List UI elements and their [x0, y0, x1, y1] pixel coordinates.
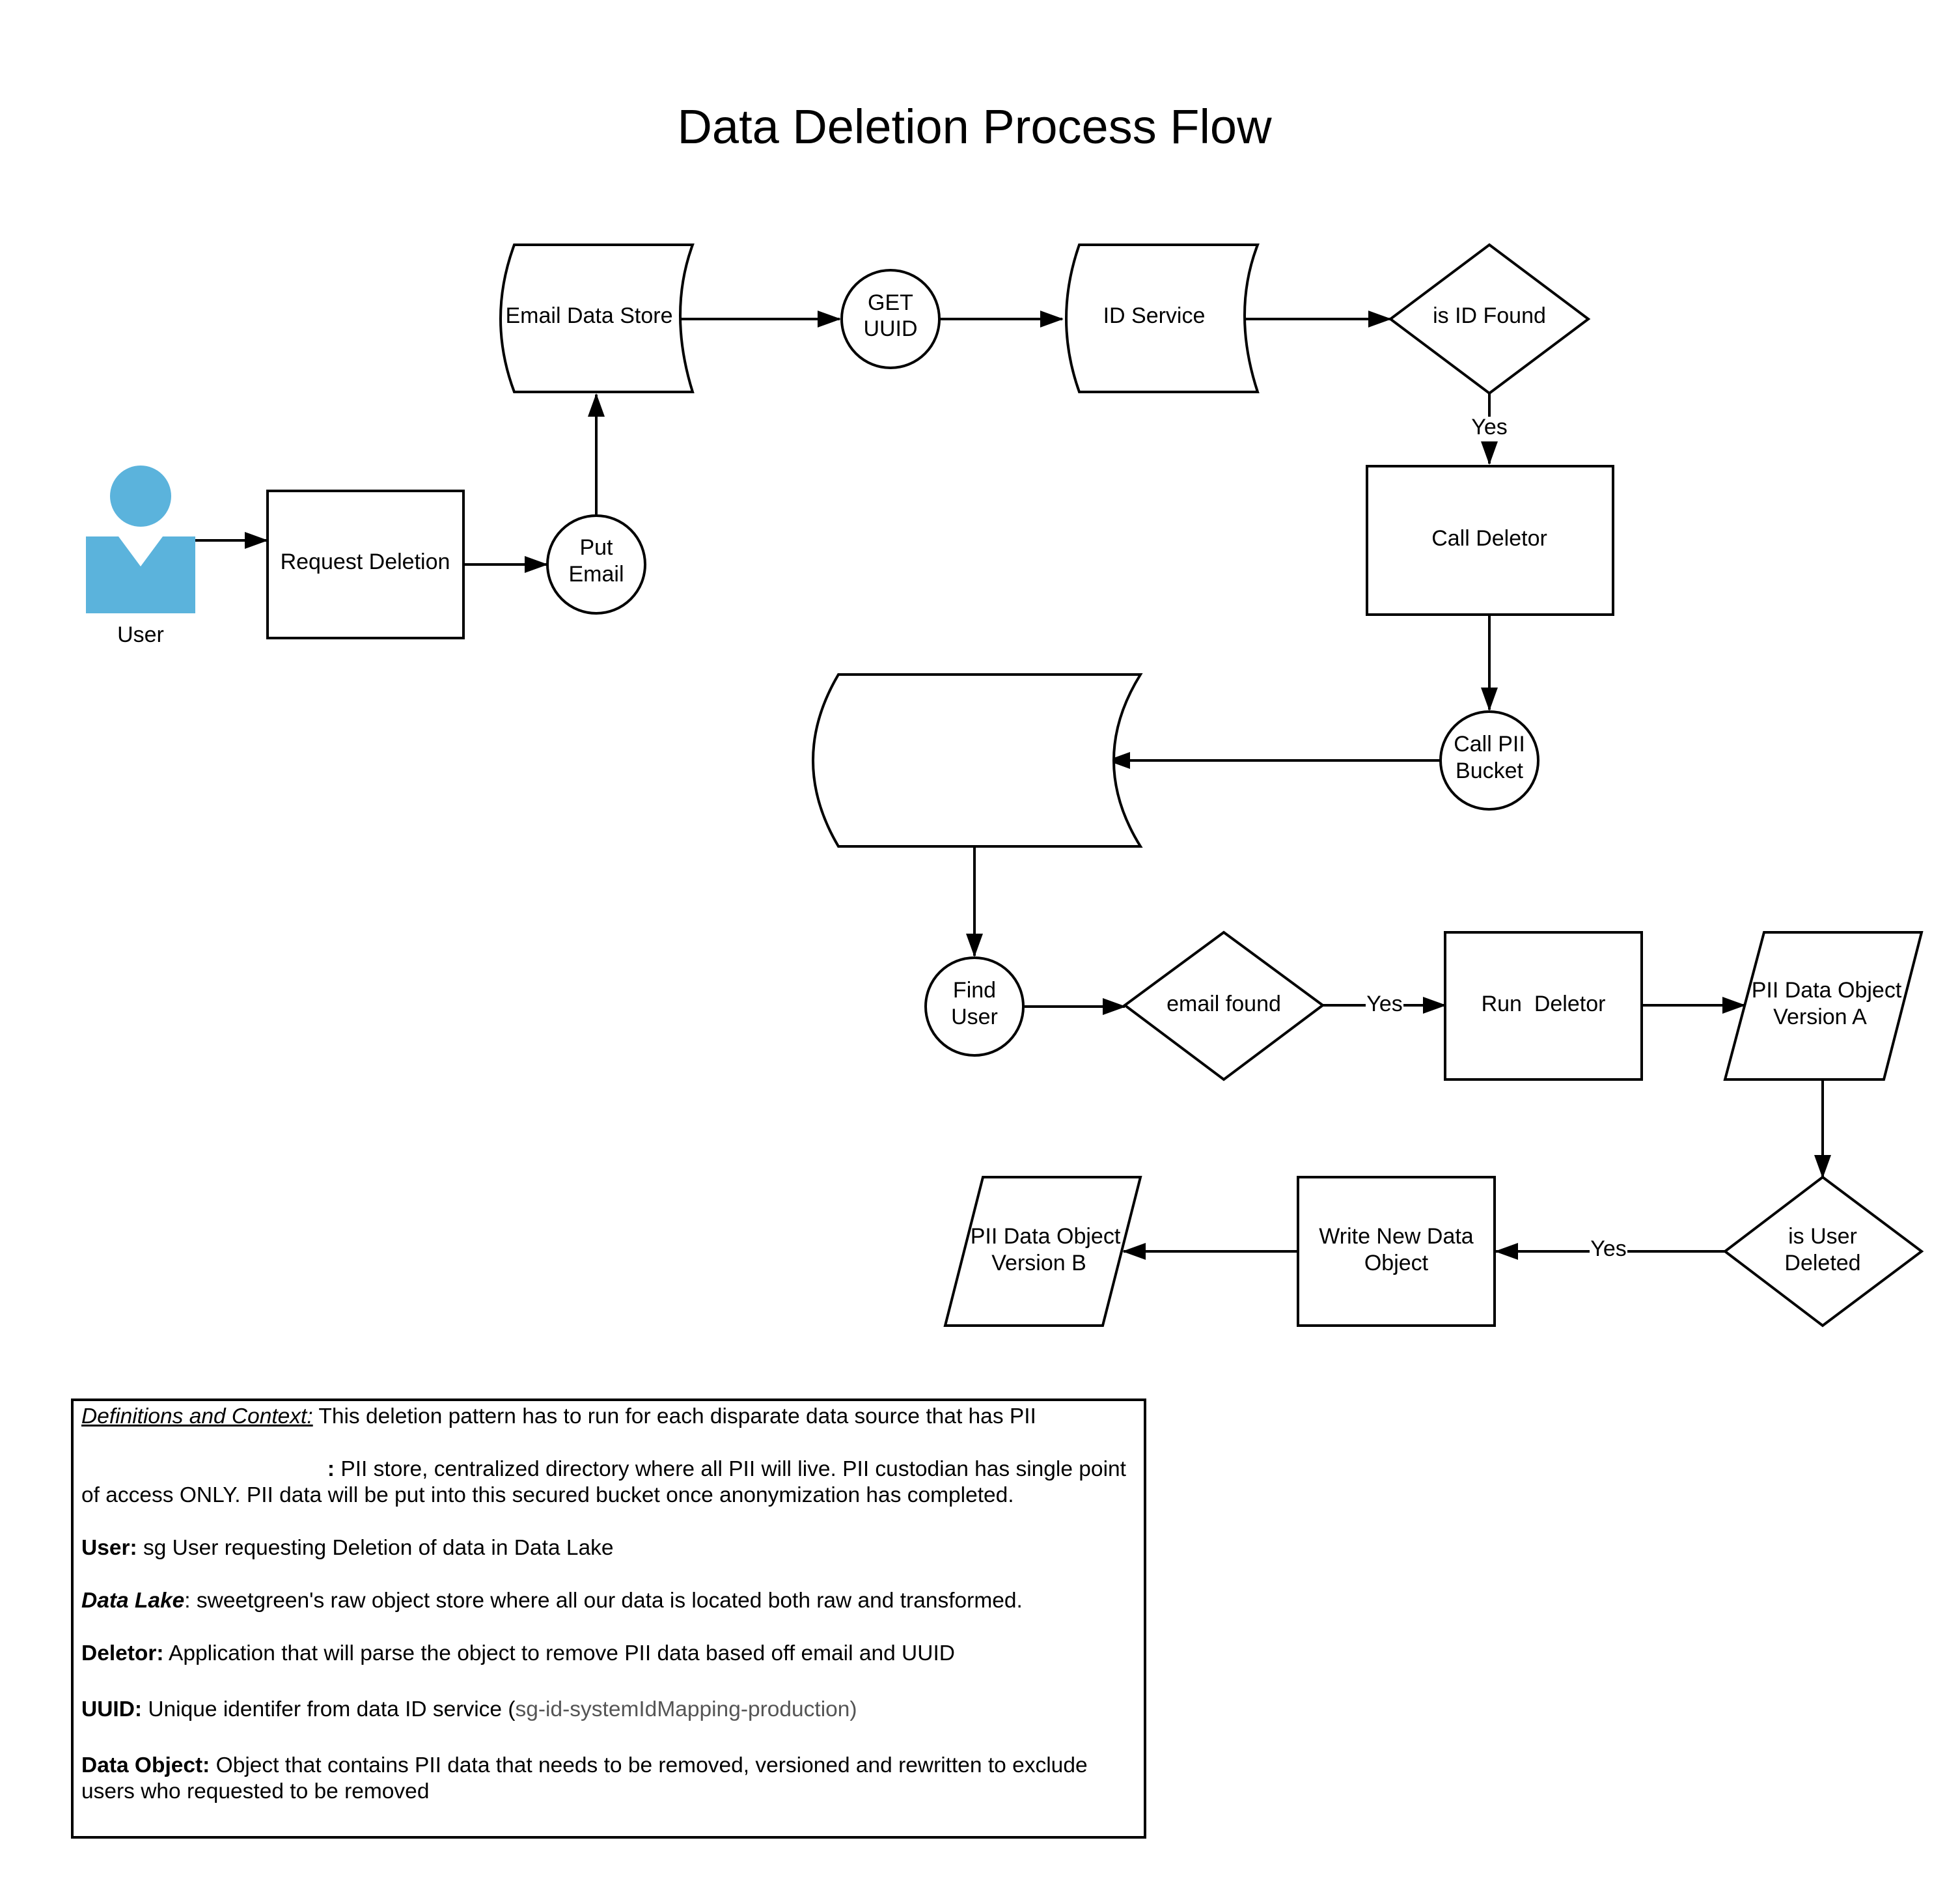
is-user-deleted-label-2: Deleted	[1784, 1251, 1860, 1275]
definition-sep: :	[327, 1457, 341, 1481]
write-new-data-object-label-2: Object	[1364, 1251, 1429, 1275]
request-deletion-box	[266, 490, 465, 639]
page-title: Data Deletion Process Flow	[677, 100, 1272, 154]
definitions-intro-text: This deletion pattern has to run for eac…	[312, 1404, 1036, 1428]
definition-sep	[164, 1641, 169, 1665]
edges	[195, 311, 1831, 1260]
pii-bucket-store-shape	[812, 673, 1143, 848]
definition-sep	[137, 1536, 143, 1560]
definition-term: Data Lake	[81, 1589, 185, 1613]
definition-text: Application that will parse the object t…	[169, 1641, 955, 1665]
definition-text: sg User requesting Deletion of data in D…	[143, 1536, 614, 1560]
run-deletor-box	[1444, 931, 1643, 1081]
call-pii-bucket-label-2: Bucket	[1456, 759, 1523, 783]
put-email-label-1: Put	[579, 535, 613, 560]
pii-data-object-a-label-1: PII Data Object	[1752, 978, 1902, 1003]
put-email-circle	[546, 514, 646, 615]
call-deletor-box	[1366, 465, 1614, 616]
user-deleted-yes-label: Yes	[1590, 1236, 1626, 1261]
definition-pii-bucket: PII Data Storage Bucket: PII store, cent…	[81, 1456, 1136, 1509]
call-pii-bucket-label-1: Call PII	[1454, 732, 1525, 757]
email-found-label: email found	[1166, 992, 1281, 1016]
find-user-label-1: Find	[953, 978, 996, 1003]
definition-text: Unique identifer from data ID service (	[148, 1697, 516, 1721]
is-user-deleted-diamond	[1722, 1175, 1924, 1328]
definition-uuid: UUID: Unique identifer from data ID serv…	[81, 1697, 1136, 1723]
definition-data-object: Data Object: Object that contains PII da…	[81, 1753, 1136, 1805]
definition-text: : sweetgreen's raw object store where al…	[184, 1589, 1023, 1613]
email-found-diamond	[1122, 930, 1325, 1081]
user-label: User	[117, 622, 164, 647]
id-service-label: ID Service	[1103, 303, 1206, 328]
definition-term: UUID:	[81, 1697, 143, 1721]
definition-deletor: Deletor: Application that will parse the…	[81, 1641, 1136, 1667]
definitions-panel: Definitions and Context: This deletion p…	[71, 1399, 1146, 1839]
pii-data-object-b-label-2: Version B	[991, 1251, 1086, 1275]
definition-term: User:	[81, 1536, 137, 1560]
is-id-found-diamond	[1388, 243, 1591, 395]
email-data-store-label: Email Data Store	[506, 303, 673, 328]
email-data-store-shape	[499, 244, 695, 393]
is-id-found-label: is ID Found	[1433, 303, 1546, 328]
definition-data-lake: Data Lake: sweetgreen's raw object store…	[81, 1588, 1136, 1614]
write-new-data-object-box	[1297, 1176, 1496, 1327]
definitions-intro: Definitions and Context: This deletion p…	[81, 1404, 1136, 1430]
id-service-shape	[1065, 244, 1260, 393]
get-uuid-label-2: UUID	[863, 316, 917, 341]
definition-user: User: sg User requesting Deletion of dat…	[81, 1535, 1136, 1561]
call-deletor-label: Call Deletor	[1431, 526, 1547, 551]
definition-text: Object that contains PII data that needs…	[81, 1753, 1088, 1803]
definition-sep	[142, 1697, 148, 1721]
pii-data-object-a-label-2: Version A	[1773, 1005, 1867, 1029]
user-icon	[86, 466, 195, 613]
definition-text: PII store, centralized directory where a…	[81, 1457, 1126, 1507]
definition-extra: sg-id-systemIdMapping-production)	[515, 1697, 857, 1721]
call-pii-bucket-circle	[1439, 710, 1539, 811]
get-uuid-label-1: GET	[868, 290, 913, 315]
find-user-circle	[924, 956, 1025, 1057]
definition-term: Data Object:	[81, 1753, 210, 1777]
email-found-yes-label: Yes	[1366, 992, 1402, 1016]
write-new-data-object-label-1: Write New Data	[1319, 1224, 1474, 1249]
definition-sep	[210, 1753, 215, 1777]
definitions-intro-label: Definitions and Context:	[81, 1404, 313, 1428]
request-deletion-label: Request Deletion	[281, 550, 450, 574]
find-user-label-2: User	[951, 1005, 998, 1029]
pii-data-object-a-shape	[1723, 931, 1924, 1081]
run-deletor-label: Run Deletor	[1482, 992, 1606, 1016]
definition-term: Deletor:	[81, 1641, 164, 1665]
pii-data-object-b-label-1: PII Data Object	[971, 1224, 1121, 1249]
id-found-yes-label: Yes	[1471, 415, 1507, 439]
pii-data-object-b-shape	[943, 1176, 1142, 1327]
get-uuid-circle	[840, 269, 941, 369]
definition-term: PII Data Storage Bucket	[81, 1457, 327, 1481]
put-email-label-2: Email	[568, 562, 624, 587]
is-user-deleted-label-1: is User	[1788, 1224, 1857, 1249]
